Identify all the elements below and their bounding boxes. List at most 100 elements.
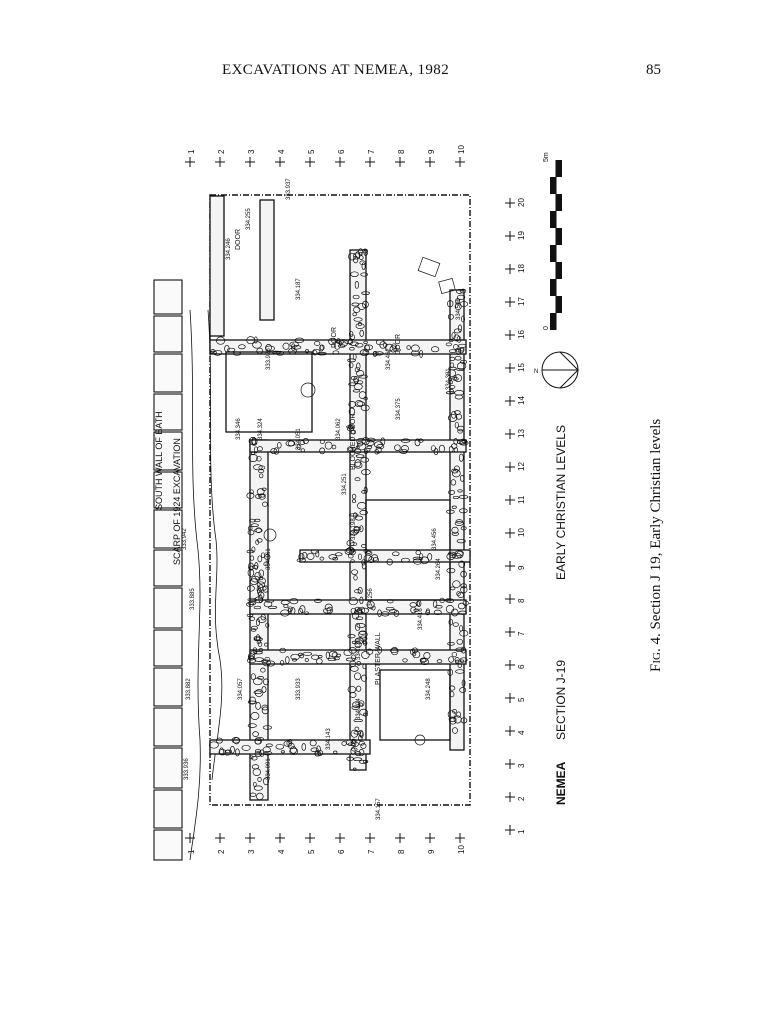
rubble-stone: [219, 747, 224, 756]
elevation-label: 334.051: [296, 428, 302, 450]
rubble-stone: [253, 464, 263, 471]
grid-label-a: 7: [367, 849, 376, 854]
rubble-stone: [247, 585, 255, 592]
grid-cross: [275, 157, 285, 167]
rubble-stone: [259, 473, 264, 479]
rubble-stone: [457, 663, 462, 668]
rubble-stone: [447, 668, 454, 676]
rubble-stone: [448, 349, 457, 353]
rubble-stone: [350, 738, 357, 744]
rubble-stone: [460, 586, 468, 594]
rubble-stone: [255, 539, 260, 545]
elevation-label: 334.198: [351, 518, 357, 540]
running-title: EXCAVATIONS AT NEMEA, 1982: [222, 62, 450, 78]
rubble-stone: [412, 651, 417, 657]
rubble-stone: [460, 570, 467, 578]
rubble-stone: [248, 696, 257, 705]
scale-segment: [556, 160, 562, 177]
rubble-stone: [455, 519, 464, 524]
rubble-stone: [254, 751, 262, 757]
rubble-stone: [380, 611, 390, 617]
rubble-stone: [353, 575, 358, 581]
rubble-stone: [296, 558, 306, 563]
grid-cross: [245, 833, 255, 843]
rubble-stone: [363, 554, 372, 562]
rubble-stone: [247, 653, 255, 659]
rubble-stone: [350, 665, 359, 672]
rubble-stone: [353, 383, 363, 390]
rubble-stone: [385, 606, 395, 611]
rubble-stone: [261, 686, 267, 693]
rubble-stone: [457, 602, 466, 610]
elevation-label: 334.251: [342, 473, 348, 495]
rubble-stone: [451, 410, 457, 419]
rubble-stone: [332, 557, 339, 561]
rubble-stone: [456, 550, 464, 559]
rubble-stone: [351, 499, 357, 503]
rubble-stone: [302, 651, 313, 656]
rubble-stone: [453, 334, 461, 342]
grid-label-b: 10: [517, 528, 526, 537]
rubble-stone: [209, 741, 219, 749]
rubble-stone: [447, 641, 455, 646]
rubble-stone: [374, 449, 380, 455]
rubble-stone: [460, 583, 467, 589]
rubble-stone: [433, 448, 439, 456]
rubble-stone: [450, 586, 456, 591]
elevation-label: 333.937: [286, 178, 292, 200]
rubble-stone: [350, 747, 356, 755]
grid-cross: [455, 833, 465, 843]
rubble-stone: [333, 750, 338, 754]
rubble-stone: [460, 646, 467, 654]
label-levels: EARLY CHRISTIAN LEVELS: [554, 425, 568, 580]
rubble-stone: [359, 596, 364, 605]
rubble-stone: [382, 342, 388, 348]
grid-label-b: 4: [517, 730, 526, 735]
rubble-stone: [458, 494, 469, 499]
rubble-stone: [265, 599, 274, 603]
rubble-stone: [348, 513, 359, 517]
rubble-stone: [452, 495, 459, 500]
label-south-wall: SOUTH WALL OF BATH: [154, 411, 164, 510]
grid-label-b: 5: [517, 697, 526, 702]
rubble-stone: [310, 549, 320, 554]
rubble-stone: [359, 260, 366, 266]
grid-label-a: 10: [457, 145, 466, 154]
rubble-stone: [458, 453, 464, 462]
rubble-stone: [375, 446, 382, 454]
label-scarp: SCARP OF 1924 EXCAVATION: [172, 438, 182, 565]
rubble-stone: [361, 544, 367, 549]
rubble-stone: [457, 489, 463, 493]
rubble-stone: [358, 735, 363, 742]
rubble-stone: [449, 362, 455, 368]
rubble-stone: [312, 348, 321, 355]
rubble-stone: [451, 505, 457, 509]
grid-label-a: 8: [397, 849, 406, 854]
elevation-label: 334.057: [238, 678, 244, 700]
rubble-stone: [300, 448, 305, 453]
rubble-stone: [348, 423, 353, 430]
grid-label-a: 3: [247, 149, 256, 154]
rubble-stone: [256, 581, 266, 588]
elevation-label: 333.933: [296, 678, 302, 700]
rubble-stone: [312, 349, 318, 356]
rubble-stone: [317, 352, 327, 356]
rubble-stone: [360, 272, 369, 277]
rubble-stone: [256, 792, 264, 801]
rubble-stone: [452, 709, 457, 714]
rubble-stone: [448, 619, 454, 626]
grid-label-a: 2: [217, 149, 226, 154]
rubble-stone: [324, 603, 333, 612]
rubble-stone: [252, 341, 262, 349]
rubble-stone: [314, 340, 321, 346]
label-door-3: DOOR: [395, 334, 402, 355]
north-label: N: [534, 369, 538, 375]
rubble-stone: [446, 553, 456, 560]
rubble-stone: [457, 592, 465, 598]
rubble-stone: [296, 444, 302, 451]
rubble-stone: [253, 677, 263, 686]
rubble-stone: [352, 767, 357, 771]
rubble-stone: [277, 442, 282, 449]
rubble-stone: [456, 638, 464, 645]
